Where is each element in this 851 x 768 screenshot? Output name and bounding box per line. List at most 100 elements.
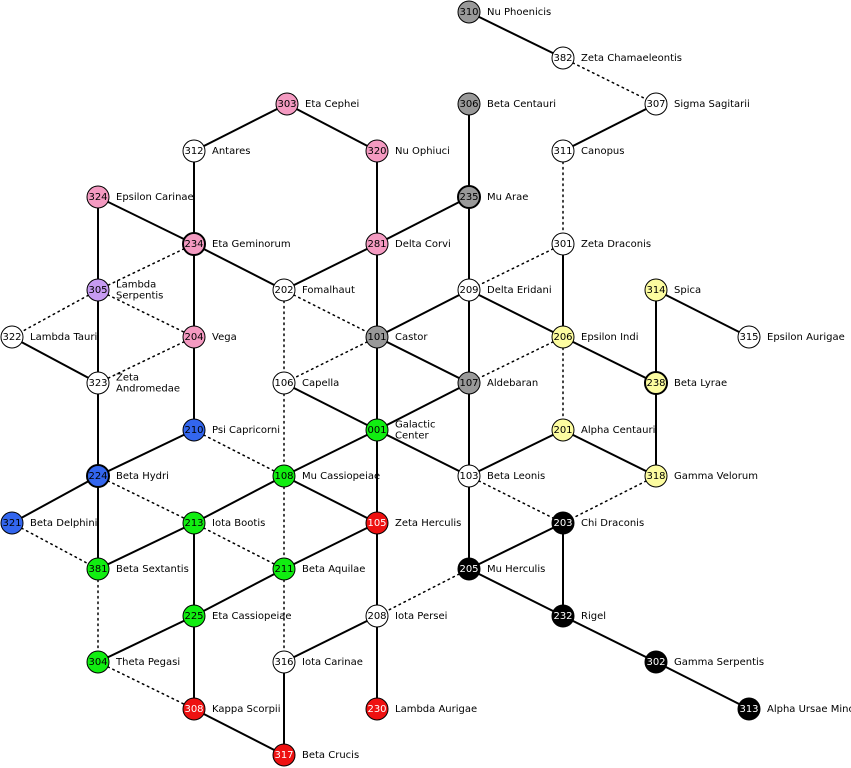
star-node[interactable]: [275, 92, 299, 116]
star-node[interactable]: [551, 232, 575, 256]
star-node[interactable]: [644, 371, 668, 395]
star-node[interactable]: [551, 418, 575, 442]
star-node[interactable]: [182, 418, 206, 442]
star-node[interactable]: [182, 232, 206, 256]
star-node[interactable]: [365, 325, 389, 349]
star-node[interactable]: [457, 557, 481, 581]
star-node[interactable]: [365, 418, 389, 442]
star-node[interactable]: [0, 325, 24, 349]
star-node[interactable]: [551, 46, 575, 70]
star-node[interactable]: [365, 511, 389, 535]
star-node[interactable]: [457, 371, 481, 395]
star-node[interactable]: [737, 325, 761, 349]
star-node[interactable]: [182, 511, 206, 535]
star-node[interactable]: [644, 650, 668, 674]
star-node[interactable]: [182, 139, 206, 163]
star-node[interactable]: [551, 511, 575, 535]
star-node[interactable]: [457, 92, 481, 116]
star-node[interactable]: [272, 464, 296, 488]
star-node[interactable]: [272, 557, 296, 581]
star-node[interactable]: [644, 278, 668, 302]
star-node[interactable]: [182, 697, 206, 721]
star-node[interactable]: [365, 697, 389, 721]
star-node[interactable]: [86, 557, 110, 581]
star-node[interactable]: [365, 604, 389, 628]
star-node[interactable]: [272, 278, 296, 302]
star-node[interactable]: [182, 325, 206, 349]
star-node[interactable]: [272, 743, 296, 767]
star-node[interactable]: [365, 139, 389, 163]
star-node[interactable]: [457, 0, 481, 24]
star-node[interactable]: [737, 697, 761, 721]
star-node[interactable]: [644, 92, 668, 116]
star-node[interactable]: [0, 511, 24, 535]
star-node[interactable]: [457, 185, 481, 209]
star-node[interactable]: [551, 325, 575, 349]
star-node[interactable]: [86, 650, 110, 674]
star-node[interactable]: [551, 604, 575, 628]
star-node[interactable]: [86, 371, 110, 395]
star-node[interactable]: [644, 464, 668, 488]
star-node[interactable]: [272, 371, 296, 395]
star-node[interactable]: [365, 232, 389, 256]
star-node[interactable]: [86, 464, 110, 488]
star-node[interactable]: [86, 278, 110, 302]
star-node[interactable]: [551, 139, 575, 163]
star-node[interactable]: [457, 464, 481, 488]
star-node[interactable]: [457, 278, 481, 302]
star-node[interactable]: [182, 604, 206, 628]
star-node[interactable]: [272, 650, 296, 674]
star-node[interactable]: [86, 185, 110, 209]
